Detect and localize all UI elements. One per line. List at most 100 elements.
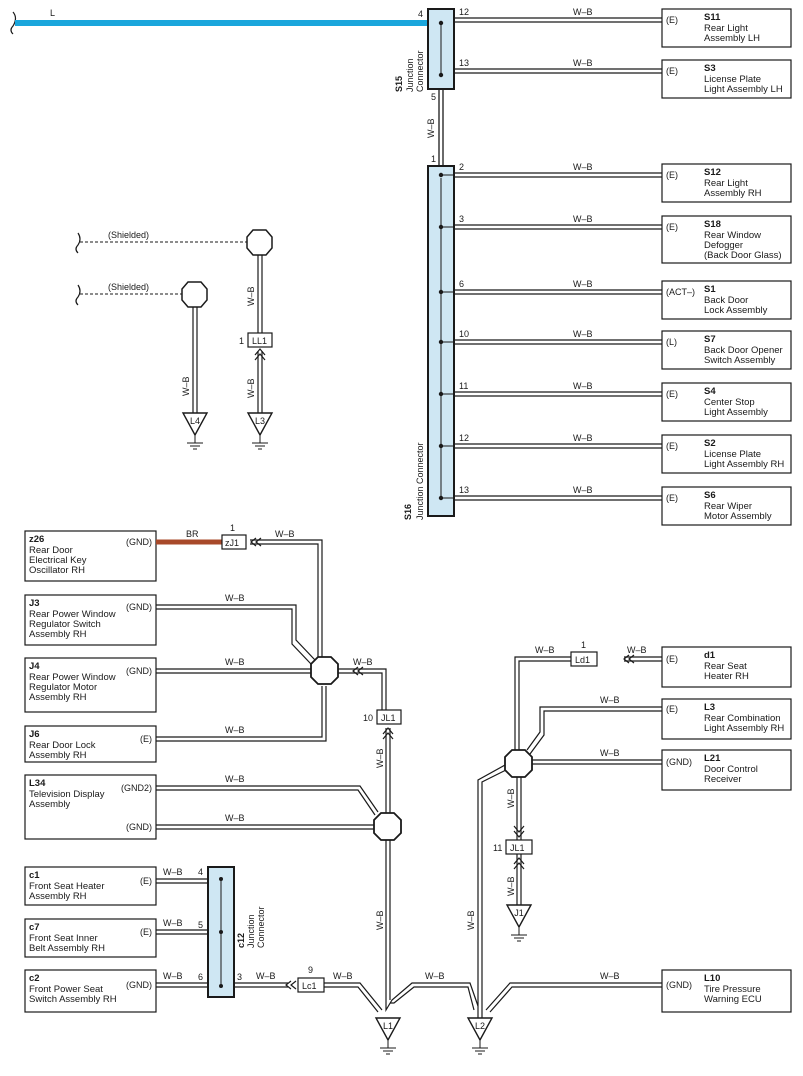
right-pin: 13 [459, 58, 469, 68]
left-desc-line: Oscillator RH [29, 565, 85, 576]
shielded-label-1: (Shielded) [108, 230, 149, 240]
ground-l2: L2 [466, 1017, 494, 1055]
right-term: (E) [666, 389, 678, 399]
left-term2: (GND) [126, 822, 152, 832]
left-term: (GND) [126, 980, 152, 990]
left-desc-line: Assembly RH [29, 750, 87, 761]
left-desc-line: Assembly RH [29, 891, 87, 902]
c12-pin5: 5 [198, 920, 203, 930]
left-code: z26 [29, 534, 44, 545]
lc1-wire-label: W–B [333, 971, 353, 981]
ground-label: J1 [514, 908, 524, 918]
left-desc-line: Television Display [29, 789, 105, 800]
ground-label: L2 [475, 1021, 485, 1031]
lower-right-desc-line: Rear Seat [704, 661, 747, 672]
right-code: S11 [704, 12, 721, 23]
left-component-box [24, 725, 157, 763]
left-term: (GND) [126, 666, 152, 676]
left-code: L34 [29, 778, 46, 789]
lower-right-desc-line: Heater RH [704, 671, 749, 682]
s15-code: S15 [394, 76, 404, 92]
left-desc-line: Assembly RH [29, 629, 87, 640]
lower-right-term: (E) [666, 654, 678, 664]
left-desc-line: Assembly [29, 799, 70, 810]
right-desc-line: Back Door [704, 295, 748, 306]
lower-right-code: L10 [704, 973, 720, 984]
wire-l-label: L [50, 8, 55, 18]
br-label: BR [186, 529, 199, 539]
l10-wire-label: W–B [600, 971, 620, 981]
right-wire-label: W–B [573, 279, 593, 289]
left-component-box [24, 657, 157, 713]
right-term: (E) [666, 15, 678, 25]
l34-wire2-label: W–B [225, 813, 245, 823]
jl1-a-down-wire-label: W–B [375, 748, 385, 768]
lower-right-code: L3 [704, 702, 715, 713]
lower-right-desc-line: Rear Combination [704, 713, 781, 724]
c12-pin3: 3 [237, 972, 242, 982]
left-code: c1 [29, 870, 40, 881]
j4-wire-label: W–B [225, 657, 245, 667]
right-pin: 13 [459, 485, 469, 495]
l34-wire1-label: W–B [225, 774, 245, 784]
right-desc-line: Rear Light [704, 23, 748, 34]
left-term: (GND) [126, 537, 152, 547]
connector-jl1-b [505, 839, 533, 855]
ll1-label: LL1 [252, 336, 267, 346]
lower-right-desc-line: Tire Pressure [704, 984, 761, 995]
c12-name1: Junction [246, 914, 256, 948]
c7-wire-label: W–B [163, 918, 183, 928]
lower-right-code: d1 [704, 650, 716, 661]
splice-1 [310, 656, 339, 685]
right-component-box [661, 280, 792, 320]
lower-right-term: (GND) [666, 980, 692, 990]
ground-label: L4 [190, 416, 200, 426]
right-component-box [661, 59, 792, 99]
right-code: S1 [704, 284, 716, 295]
lc1-label: Lc1 [302, 981, 317, 991]
left-term: (E) [140, 734, 152, 744]
ld1-pin: 1 [581, 640, 586, 650]
right-term: (E) [666, 441, 678, 451]
left-component-box [24, 918, 157, 958]
right-component-box [661, 486, 792, 526]
left-term: (E) [140, 876, 152, 886]
right-desc-line: Light Assembly RH [704, 459, 784, 470]
splice-shield-2 [181, 281, 208, 308]
right-component-box [661, 330, 792, 370]
jl1-b-down-wire-label: W–B [506, 876, 516, 896]
left-code: J4 [29, 661, 40, 672]
right-term: (E) [666, 493, 678, 503]
right-desc-line: Assembly LH [704, 33, 760, 44]
left-term: (GND) [126, 602, 152, 612]
jl1-b-pin: 11 [493, 843, 502, 853]
right-desc-line: Lock Assembly [704, 305, 768, 316]
left-desc-line: Rear Door Lock [29, 740, 96, 751]
right-desc-line: Rear Window [704, 230, 761, 241]
right-term: (ACT–) [666, 287, 695, 297]
connector-ld1 [570, 651, 598, 667]
zj1-label: zJ1 [225, 538, 239, 548]
zj1-wire-label: W–B [275, 529, 295, 539]
splice2-down-wire-label: W–B [375, 910, 385, 930]
c1-wire-label: W–B [163, 867, 183, 877]
left-desc-line: Front Seat Heater [29, 881, 105, 892]
right-desc-line: Center Stop [704, 397, 755, 408]
left-code: J6 [29, 729, 40, 740]
jl1-a-label: JL1 [381, 713, 396, 723]
lower-right-box [661, 749, 792, 791]
right-desc-line: License Plate [704, 74, 761, 85]
left-term: (E) [140, 927, 152, 937]
ld1-wire-left-label: W–B [535, 645, 555, 655]
c12-code: c12 [236, 933, 246, 948]
